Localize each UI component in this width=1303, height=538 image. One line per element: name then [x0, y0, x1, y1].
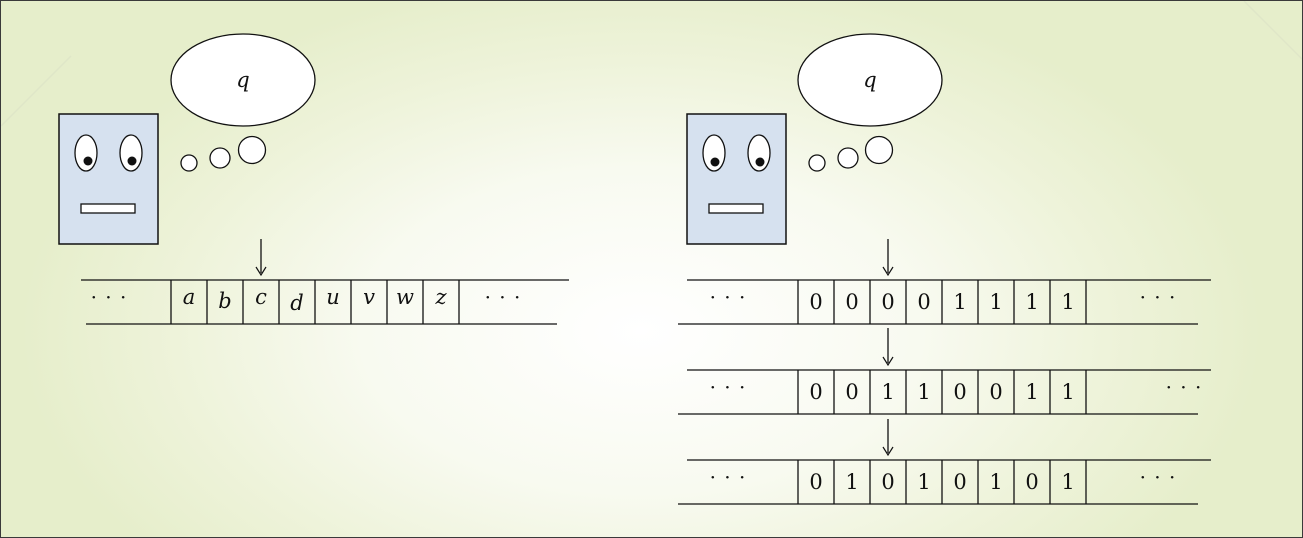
tape-3 — [678, 459, 1211, 505]
tape-cell: 1 — [1025, 290, 1038, 314]
tape-cell: 0 — [1025, 470, 1038, 494]
tape-1 — [678, 279, 1211, 325]
tape-cell: w — [396, 285, 414, 309]
tape-cell: 0 — [917, 290, 930, 314]
tape-cell: 1 — [989, 290, 1002, 314]
tape-cell: 0 — [845, 290, 858, 314]
tape-right-ellipsis: · · · — [1140, 465, 1177, 489]
head-arrow — [882, 328, 894, 367]
tape-cell: 0 — [989, 380, 1002, 404]
tape-cell-under-head: 1 — [881, 380, 894, 404]
tape-cell: 1 — [953, 290, 966, 314]
tape-left-ellipsis: · · · — [91, 285, 128, 309]
tape-cell: 1 — [917, 470, 930, 494]
tape-cell-under-head: 0 — [881, 290, 894, 314]
tape-cell: d — [290, 291, 303, 315]
mouth-icon — [708, 203, 764, 214]
right-eye-icon — [119, 134, 143, 172]
tape-cell: u — [326, 285, 340, 309]
state-label: q — [863, 68, 876, 92]
tape-cell: 1 — [1061, 470, 1074, 494]
robot-head — [686, 113, 787, 245]
tape-cell: 0 — [953, 470, 966, 494]
tape-left-ellipsis: · · · — [710, 375, 747, 399]
tape-cell: 1 — [989, 470, 1002, 494]
tape-cell: 1 — [1061, 290, 1074, 314]
robot-head — [58, 113, 159, 245]
mouth-icon — [80, 203, 136, 214]
tape-cell: 0 — [845, 380, 858, 404]
tape-cell: 0 — [953, 380, 966, 404]
tape-cell-under-head: 0 — [881, 470, 894, 494]
tape-cell: 1 — [917, 380, 930, 404]
tape-cell: 0 — [809, 470, 822, 494]
left-eye-icon — [74, 134, 98, 172]
tape-cell: v — [363, 285, 375, 309]
state-label: q — [236, 68, 249, 92]
head-arrow — [882, 419, 894, 457]
tape-cell: a — [183, 285, 196, 309]
tape-cell: 0 — [809, 380, 822, 404]
tape-2 — [678, 369, 1211, 415]
background-decoration — [1, 1, 1302, 127]
tape-left-ellipsis: · · · — [710, 465, 747, 489]
tape-right-ellipsis: · · · — [485, 285, 522, 309]
tape-cell-under-head: c — [255, 285, 267, 309]
tape-cell: 0 — [809, 290, 822, 314]
tape-cell: 1 — [1025, 380, 1038, 404]
left-machine: q · · · a b c d u v w z · · · — [58, 33, 569, 325]
head-arrow — [255, 239, 267, 277]
thought-bubble — [170, 33, 316, 172]
tape-cell: 1 — [1061, 380, 1074, 404]
tape — [81, 279, 569, 325]
right-machine: q · · · 0 0 0 — [678, 33, 1211, 505]
tape-left-ellipsis: · · · — [710, 285, 747, 309]
tape-right-ellipsis: · · · — [1140, 285, 1177, 309]
tape-cell: 1 — [845, 470, 858, 494]
tape-cell: b — [218, 289, 231, 313]
thought-bubble — [797, 33, 943, 172]
head-arrow — [882, 239, 894, 277]
tape-cell: z — [434, 285, 447, 309]
tape-right-ellipsis: · · · — [1166, 375, 1203, 399]
